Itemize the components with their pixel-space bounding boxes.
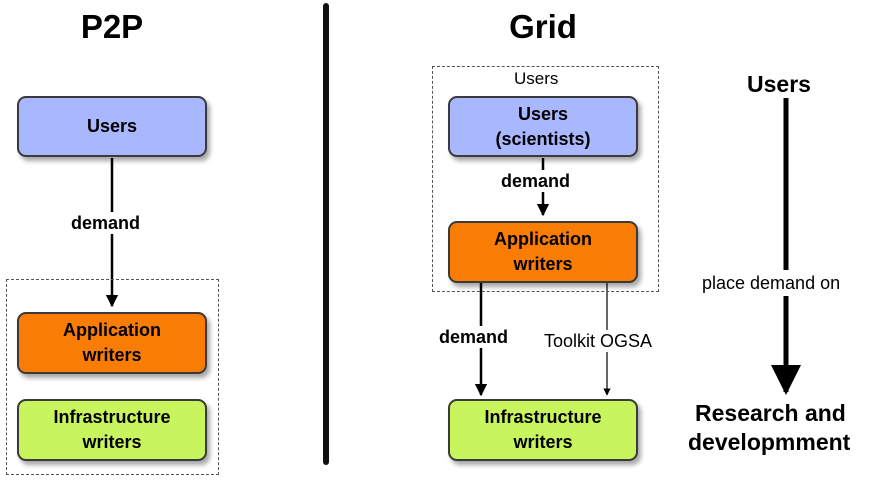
p2p-users-box: Users bbox=[17, 96, 207, 157]
side-users-label: Users bbox=[747, 71, 811, 97]
grid-toolkit-label: Toolkit OGSA bbox=[542, 330, 655, 352]
grid-users-group bbox=[432, 66, 659, 292]
grid-application-box: Application writers bbox=[448, 221, 638, 283]
p2p-application-box: Application writers bbox=[17, 312, 207, 374]
p2p-heading: P2P bbox=[80, 8, 144, 45]
grid-users-box: Users (scientists) bbox=[448, 96, 638, 157]
p2p-demand-label: demand bbox=[68, 212, 144, 234]
side-place-demand-label: place demand on bbox=[702, 270, 841, 296]
grid-infrastructure-box: Infrastructure writers bbox=[448, 399, 638, 461]
side-research-label-line2: developmment bbox=[688, 429, 851, 455]
grid-demand-label-top: demand bbox=[497, 170, 575, 192]
side-research-label-line1: Research and bbox=[695, 400, 846, 426]
grid-heading: Grid bbox=[509, 8, 577, 45]
p2p-writers-group bbox=[6, 279, 219, 475]
grid-users-group-label: Users bbox=[514, 69, 559, 88]
grid-demand-label-bottom: demand bbox=[436, 326, 512, 348]
p2p-infrastructure-box: Infrastructure writers bbox=[17, 399, 207, 461]
